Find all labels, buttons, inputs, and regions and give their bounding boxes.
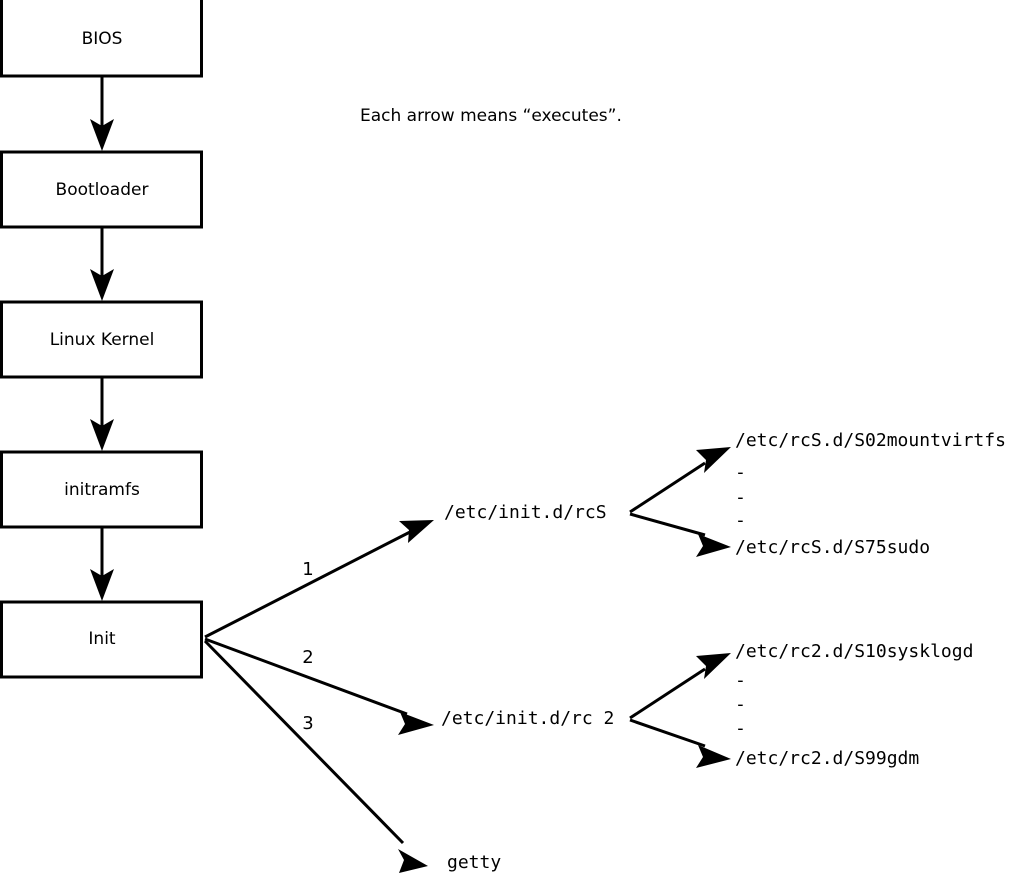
- arrowhead: [399, 520, 434, 543]
- node-init-rect: [0, 600, 203, 679]
- rcs-ellipsis-dash-3: -: [735, 510, 746, 531]
- rc2-script-last: /etc/rc2.d/S99gdm: [735, 748, 919, 769]
- arrow-bios-to-bootloader: [90, 76, 114, 151]
- node-bootloader-rect: [0, 150, 203, 229]
- rcs-ellipsis-dash-1: -: [735, 462, 746, 483]
- node-bootloader-label: Bootloader: [56, 180, 149, 200]
- arrowhead: [90, 569, 114, 601]
- branch-3-number: 3: [302, 713, 313, 734]
- rcs-script-last: /etc/rcS.d/S75sudo: [735, 537, 930, 558]
- node-init-label: Init: [88, 629, 116, 649]
- branch-1-target-label: /etc/init.d/rcS: [444, 502, 607, 523]
- branch-3-target-label: getty: [447, 852, 501, 873]
- arrow-init-branch-2: [204, 637, 434, 735]
- arrow-rc2-to-last-script: [629, 718, 731, 768]
- rc2-ellipsis-dash-3: -: [735, 718, 746, 739]
- arrow-init-branch-3: [203, 639, 428, 873]
- node-initramfs-label: initramfs: [64, 480, 140, 500]
- arrowhead: [90, 119, 114, 151]
- arrow-rc2-to-first-script: [629, 653, 731, 720]
- arrow-bootloader-to-kernel: [90, 227, 114, 301]
- node-initramfs-rect: [0, 450, 203, 529]
- rc2-ellipsis-dash-2: -: [735, 694, 746, 715]
- arrow-initramfs-to-init: [90, 527, 114, 601]
- node-bootloader[interactable]: Bootloader: [0, 150, 203, 229]
- node-init[interactable]: Init: [0, 600, 203, 679]
- node-bios-rect: [0, 0, 203, 78]
- arrowhead: [696, 653, 731, 679]
- branch-1-number: 1: [302, 559, 313, 580]
- arrow-rcs-to-last-script: [629, 512, 731, 557]
- arrowhead: [90, 419, 114, 451]
- node-initramfs[interactable]: initramfs: [0, 450, 203, 529]
- arrowhead: [398, 849, 428, 873]
- branch-2-number: 2: [302, 647, 313, 668]
- rcs-script-first: /etc/rcS.d/S02mountvirtfs: [735, 430, 1006, 451]
- arrow-rcs-to-first-script: [629, 447, 731, 514]
- rcs-ellipsis-dash-2: -: [735, 487, 746, 508]
- branch-2-target-label: /etc/init.d/rc 2: [441, 708, 614, 729]
- node-bios[interactable]: BIOS: [0, 0, 203, 78]
- arrow-kernel-to-initramfs: [90, 377, 114, 451]
- rc2-script-first: /etc/rc2.d/S10sysklogd: [735, 641, 973, 662]
- arrow-init-branch-1: [204, 520, 434, 639]
- node-bios-label: BIOS: [82, 29, 123, 49]
- node-linux-kernel-label: Linux Kernel: [50, 330, 155, 350]
- arrowhead: [696, 447, 731, 473]
- arrowhead: [696, 745, 731, 768]
- arrowhead: [90, 269, 114, 301]
- rc2-ellipsis-dash-1: -: [735, 670, 746, 691]
- node-linux-kernel[interactable]: Linux Kernel: [0, 300, 203, 379]
- diagram-caption: Each arrow means “executes”.: [360, 106, 622, 126]
- arrowhead: [696, 534, 731, 557]
- arrowhead: [398, 712, 434, 735]
